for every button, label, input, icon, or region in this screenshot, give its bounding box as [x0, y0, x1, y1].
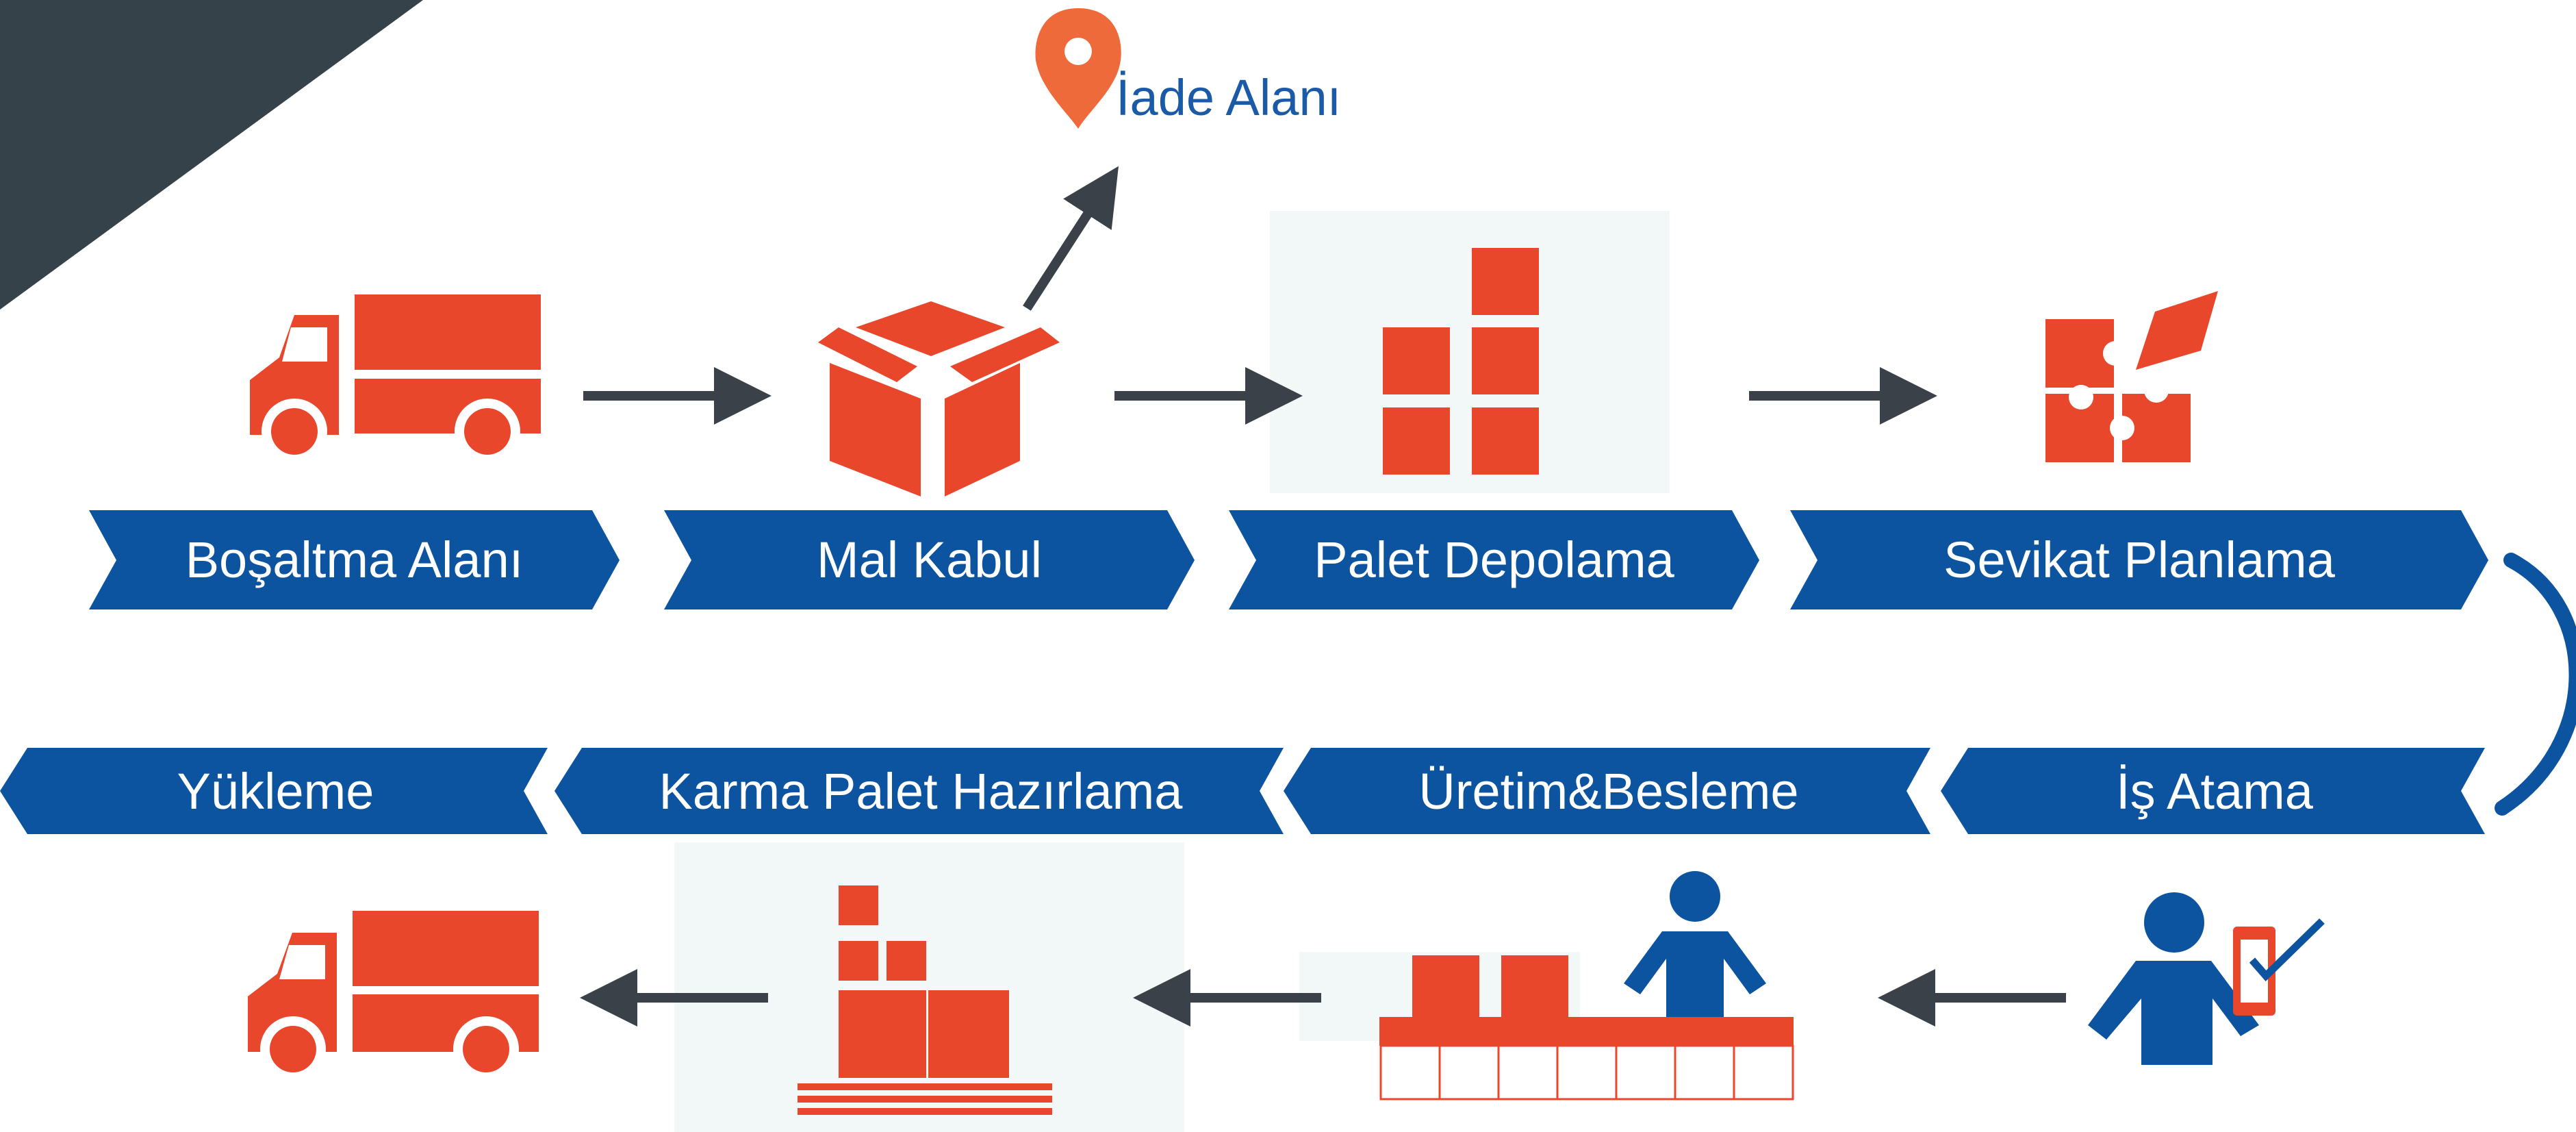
- open-box-icon: [818, 301, 1060, 496]
- step-banner-shipment-planning: [1790, 510, 2488, 609]
- return-area-label: İade Alanı: [1116, 69, 1342, 126]
- step-label-unloading: Boşaltma Alanı: [185, 531, 524, 588]
- truck-icon: [248, 911, 539, 1082]
- step-banner-pallet-storage: [1229, 510, 1759, 609]
- step-banner-production: [1284, 748, 1930, 834]
- step-label-production: Üretim&Besleme: [1418, 762, 1799, 820]
- production-worker-icon: [1379, 871, 1794, 1100]
- step-label-goods-receipt: Mal Kabul: [816, 531, 1043, 588]
- mixed-pallet-icon: [798, 885, 1052, 1115]
- flow-arrows: [580, 166, 2066, 1027]
- truck-icon: [250, 294, 541, 464]
- corner-decoration: [0, 0, 423, 310]
- step-label-loading: Yükleme: [177, 762, 374, 820]
- pallet-storage-panel: [1270, 211, 1670, 493]
- puzzle-icon: [2045, 291, 2218, 462]
- step-banner-unloading: [89, 510, 620, 609]
- row-connector-curve: [2495, 553, 2576, 816]
- step-banner-loading: [0, 748, 548, 834]
- step-label-task-assignment: İş Atama: [2116, 762, 2313, 820]
- step-banner-mixed-pallet: [554, 748, 1284, 834]
- step-label-pallet-storage: Palet Depolama: [1314, 531, 1674, 588]
- location-pin-icon: [1035, 8, 1121, 129]
- step-banner-goods-receipt: [664, 510, 1195, 609]
- stacked-boxes-icon: [1383, 248, 1539, 475]
- step-label-mixed-pallet: Karma Palet Hazırlama: [659, 762, 1183, 820]
- step-banner-task-assignment: [1941, 748, 2485, 834]
- step-label-shipment-planning: Sevikat Planlama: [1943, 531, 2335, 588]
- arrow-receipt-to-return: [1023, 166, 1119, 311]
- worker-phone-icon: [2088, 892, 2325, 1065]
